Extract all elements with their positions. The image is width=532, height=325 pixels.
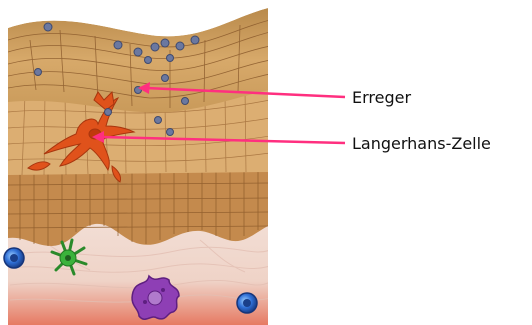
lymphocyte-icon [237, 293, 257, 313]
langerhans-cell-label: Langerhans-Zelle [352, 134, 491, 153]
pathogen-dot [191, 36, 199, 44]
pathogen-dot [167, 129, 174, 136]
pathogen-dot [105, 109, 112, 116]
pathogen-dot [44, 23, 52, 31]
pathogen-dot [182, 98, 189, 105]
pathogen-dot [35, 69, 42, 76]
pathogen-dot [162, 75, 169, 82]
pathogen-dot [114, 41, 122, 49]
pathogen-dot [134, 48, 142, 56]
pathogen-label: Erreger [352, 88, 411, 107]
lymphocyte-icon [4, 248, 24, 268]
pathogen-dot [176, 42, 184, 50]
pathogen-dot [145, 57, 152, 64]
pathogen-dot [161, 39, 169, 47]
pathogen-dot [167, 55, 174, 62]
pathogen-dot [155, 117, 162, 124]
pathogen-dot [151, 43, 159, 51]
